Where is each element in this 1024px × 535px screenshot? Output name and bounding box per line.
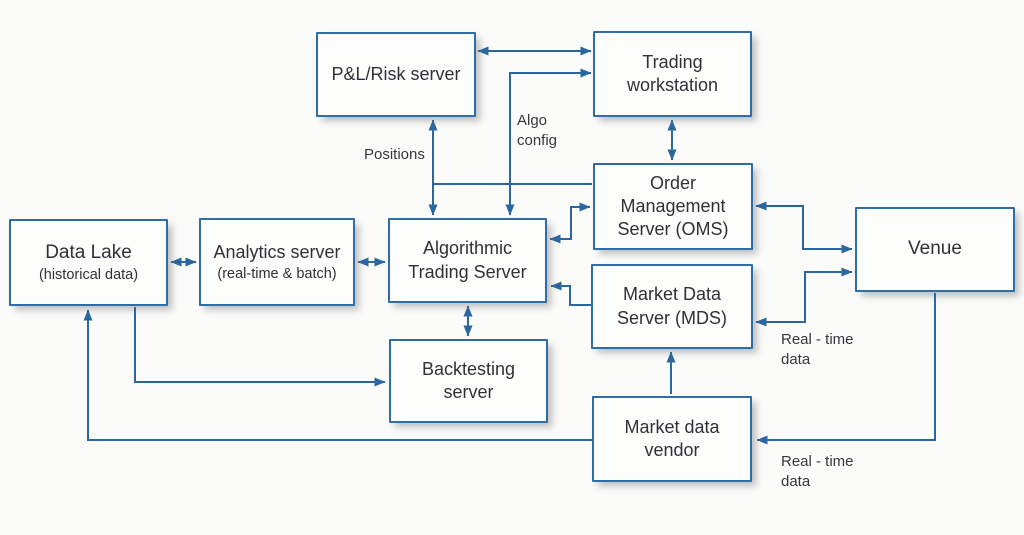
edge-trading-workstation-ats-algo-config — [505, 68, 592, 216]
node-market-data-server: Market Data Server (MDS) — [591, 264, 753, 349]
edge-vendor-data-lake — [83, 309, 592, 441]
node-order-management-server-label: Order Management Server (OMS) — [617, 172, 729, 240]
node-backtesting-server-label: Backtesting server — [421, 358, 516, 402]
node-analytics-server-label: Analytics server — [213, 241, 341, 262]
node-market-data-vendor-label: Market data vendor — [624, 416, 720, 460]
node-analytics-server: Analytics server (real-time & batch) — [199, 218, 355, 306]
node-algorithmic-trading-server: Algorithmic Trading Server — [388, 218, 547, 303]
node-trading-workstation-label: Trading workstation — [626, 51, 719, 95]
edge-label-positions: Positions — [364, 146, 425, 163]
node-algorithmic-trading-server-label: Algorithmic Trading Server — [408, 238, 527, 282]
edge-oms-venue — [755, 201, 853, 254]
node-data-lake: Data Lake (historical data) — [9, 219, 168, 306]
edge-venue-vendor — [756, 293, 936, 445]
node-market-data-server-label: Market Data Server (MDS) — [616, 284, 727, 328]
node-data-lake-label: Data Lake — [45, 241, 132, 263]
node-venue-label: Venue — [908, 238, 962, 260]
edge-label-realtime-data-vendor: Real - time data — [781, 453, 854, 490]
node-venue: Venue — [855, 207, 1015, 292]
node-pnl-risk-server: P&L/Risk server — [316, 32, 476, 117]
edge-mds-ats — [550, 281, 592, 306]
edge-ats-oms — [549, 202, 591, 244]
edge-mds-venue — [755, 267, 853, 327]
node-analytics-server-sublabel: (real-time & batch) — [217, 265, 337, 282]
edge-label-realtime-data-mds: Real - time data — [781, 331, 854, 368]
node-order-management-server: Order Management Server (OMS) — [593, 163, 753, 250]
node-backtesting-server: Backtesting server — [389, 339, 548, 423]
edge-label-algo-config: Algo config — [517, 112, 558, 149]
edge-data-lake-backtesting — [134, 307, 386, 387]
node-market-data-vendor: Market data vendor — [592, 396, 752, 482]
node-pnl-risk-server-label: P&L/Risk server — [331, 63, 461, 84]
node-data-lake-sublabel: (historical data) — [38, 267, 139, 284]
node-trading-workstation: Trading workstation — [593, 31, 752, 117]
